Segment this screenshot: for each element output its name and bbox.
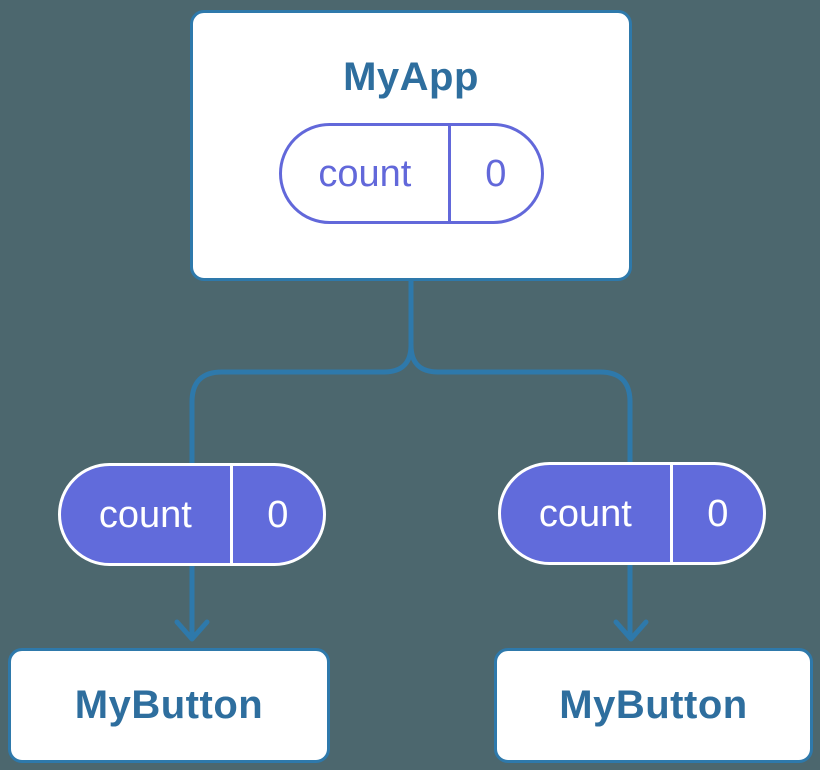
mybutton-component-card-right: MyButton bbox=[494, 648, 813, 763]
prop-value-label: 0 bbox=[267, 493, 289, 536]
prop-name-label: count bbox=[501, 465, 673, 562]
left-arrowhead-icon bbox=[174, 619, 210, 642]
left-branch-line bbox=[189, 342, 414, 637]
child-component-title: MyButton bbox=[74, 683, 264, 727]
right-arrowhead-icon bbox=[613, 619, 649, 642]
prop-value-label: 0 bbox=[707, 492, 729, 535]
mybutton-component-card-left: MyButton bbox=[8, 648, 330, 763]
state-value-label: 0 bbox=[485, 152, 507, 195]
state-pill: count 0 bbox=[278, 123, 544, 224]
right-branch-line bbox=[408, 342, 633, 637]
prop-pill-left: count 0 bbox=[58, 463, 326, 566]
prop-pill-right: count 0 bbox=[498, 462, 766, 565]
child-component-title: MyButton bbox=[559, 683, 748, 727]
myapp-component-card: MyApp count 0 bbox=[190, 10, 632, 281]
parent-component-title: MyApp bbox=[343, 55, 479, 99]
state-name-label: count bbox=[282, 126, 452, 221]
prop-name-label: count bbox=[61, 466, 233, 563]
